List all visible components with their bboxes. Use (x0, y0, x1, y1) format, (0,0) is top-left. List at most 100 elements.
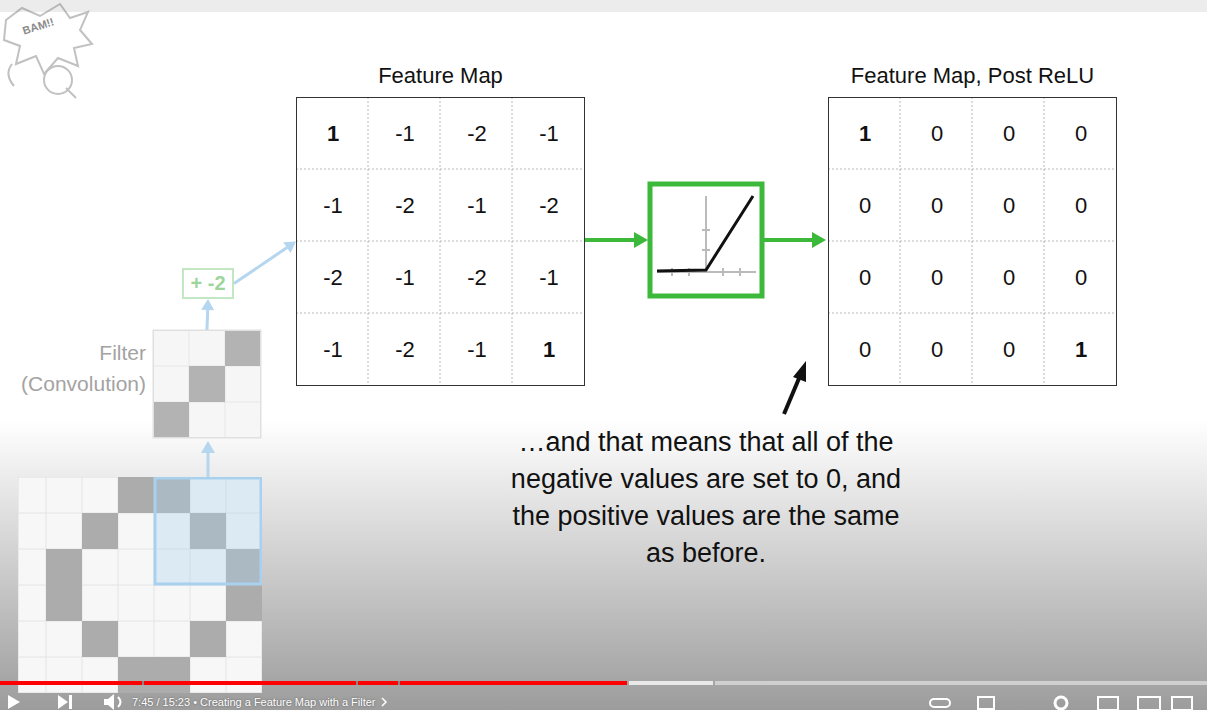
cell-slot: 0 (973, 242, 1045, 314)
table-cell: -2 (395, 337, 415, 363)
table-cell: 0 (1075, 265, 1087, 291)
cell-slot: 1 (297, 98, 369, 170)
table-cell: 0 (931, 337, 943, 363)
table-cell: 0 (1003, 121, 1015, 147)
table-cell: 0 (1003, 337, 1015, 363)
cell-slot: -1 (513, 98, 585, 170)
table-cell: -1 (323, 193, 343, 219)
arrow-head (283, 242, 296, 254)
player-time: 7:45 / 15:23 • Creating a Feature Map wi… (132, 696, 376, 708)
table-cell: 1 (1075, 337, 1087, 363)
table-cell: -1 (323, 337, 343, 363)
connector (234, 242, 296, 284)
table-cell: -1 (467, 337, 487, 363)
pointer-arrow (784, 361, 806, 414)
cell-slot: 0 (901, 170, 973, 242)
table-cell: -2 (539, 193, 559, 219)
filter-window (155, 478, 261, 584)
table-cell: -1 (539, 265, 559, 291)
connector-line (234, 247, 289, 284)
grid-lines (296, 97, 1116, 385)
cell-slot: 1 (1045, 314, 1117, 386)
table-cell: -1 (395, 265, 415, 291)
table-cell: 0 (1003, 193, 1015, 219)
feature-map-grid: Feature Map1-1-2-1-1-2-1-2-2-1-2-1-1-2-1… (296, 97, 585, 386)
cell-slot: 0 (973, 170, 1045, 242)
text-holder: + -2 (190, 272, 225, 295)
cell-slot: 0 (901, 98, 973, 170)
progress-bar (0, 681, 1207, 685)
cell-slot: 0 (1045, 242, 1117, 314)
table-cell: -1 (395, 121, 415, 147)
filter-grid (153, 330, 261, 438)
connector (201, 299, 214, 330)
cell-slot: 0 (829, 242, 901, 314)
table-cell: 0 (1075, 121, 1087, 147)
table-cell: 0 (859, 337, 871, 363)
player-time-slot: 7:45 / 15:23 • Creating a Feature Map wi… (132, 695, 376, 709)
cell-slot: -1 (369, 242, 441, 314)
table-cell: -1 (467, 193, 487, 219)
top-strip (0, 0, 1207, 12)
cell-slot: 0 (901, 314, 973, 386)
cell-slot: 1 (829, 98, 901, 170)
cell-slot: 0 (1045, 98, 1117, 170)
table-cell: 1 (327, 121, 339, 147)
caption-slot: …and that means that all of the negative… (456, 424, 956, 572)
filter-box: Filter (Convolution) (153, 330, 261, 438)
cell-slot: -1 (513, 242, 585, 314)
connector-line (206, 308, 210, 330)
cell-slot: -2 (441, 242, 513, 314)
table-cell: -2 (395, 193, 415, 219)
table-cell: -1 (539, 121, 559, 147)
cell-slot: 0 (973, 314, 1045, 386)
cell-slot: 0 (1045, 170, 1117, 242)
relu-box (650, 184, 762, 296)
player-icons (8, 694, 1192, 710)
table-cell: -2 (323, 265, 343, 291)
table-cell: -2 (467, 265, 487, 291)
cell-slot: 0 (973, 98, 1045, 170)
table-cell: 0 (931, 265, 943, 291)
logo (4, 4, 92, 98)
text-holder: Filter (Convolution) (6, 337, 146, 399)
node-text: + -2 (190, 272, 225, 294)
caption-text: …and that means that all of the negative… (456, 424, 956, 572)
cell-slot: -1 (297, 170, 369, 242)
cell-slot: 1 (513, 314, 585, 386)
cell-slot: -2 (297, 242, 369, 314)
cell-slot: 0 (829, 314, 901, 386)
cell-slot: -1 (297, 314, 369, 386)
bias-box: + -2 (182, 268, 234, 299)
post-relu-grid: Feature Map, Post ReLU1000000000000001 (828, 97, 1117, 386)
player-shade (0, 420, 1207, 710)
table-cell: 0 (859, 265, 871, 291)
table-cell: 0 (1075, 193, 1087, 219)
node-text: Filter (Convolution) (6, 337, 146, 399)
chevron-icon (382, 698, 386, 706)
table-cell: 0 (931, 193, 943, 219)
logo-text: BAM!! (21, 15, 56, 36)
cell-slot: -1 (441, 314, 513, 386)
cell-slot: -2 (369, 314, 441, 386)
table-cell: 0 (931, 121, 943, 147)
arrow-head (201, 299, 214, 310)
cell-slot: -2 (441, 98, 513, 170)
table-cell: 1 (859, 121, 871, 147)
node-text: Feature Map, Post ReLU (851, 63, 1094, 88)
cell-slot: 0 (829, 170, 901, 242)
text-holder: Feature Map (257, 63, 624, 89)
logo-slot: BAM!! (21, 15, 56, 36)
input-image (18, 477, 262, 693)
cell-slot: -2 (369, 170, 441, 242)
cell-slot: -1 (369, 98, 441, 170)
table-cell: 0 (859, 193, 871, 219)
table-cell: 0 (1003, 265, 1015, 291)
cell-slot: 0 (901, 242, 973, 314)
table-cell: 1 (543, 337, 555, 363)
node-text: Feature Map (378, 63, 503, 88)
